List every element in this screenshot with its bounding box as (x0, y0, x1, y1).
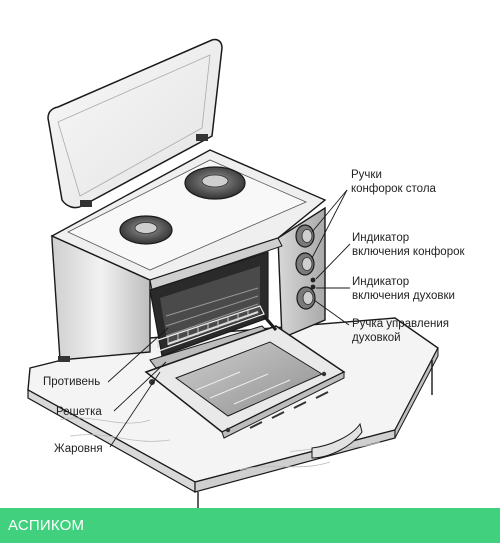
oven-door (144, 315, 346, 439)
oven-indicator-light (310, 284, 316, 290)
footer-bar: АСПИКОМ (0, 508, 500, 543)
oven-knob[interactable] (296, 286, 316, 310)
rack (151, 305, 265, 353)
control-panel (295, 224, 316, 310)
burner-large (184, 166, 246, 200)
label-tray: Противень (43, 376, 100, 388)
oven-cavity (149, 251, 269, 357)
label-burner-indicator: Индикатор включения конфорок (352, 232, 465, 258)
label-oven-knob: Ручка управления духовкой (352, 318, 452, 344)
label-oven-indicator: Индикатор включения духовки (352, 276, 455, 302)
glass-lid (47, 38, 223, 209)
label-rack: Решетка (56, 406, 102, 418)
burner-knob-bottom[interactable] (295, 252, 315, 276)
footer-brand: АСПИКОМ (8, 517, 85, 534)
burner-small (119, 215, 173, 245)
burner-knob-top[interactable] (295, 224, 315, 248)
label-burner-knobs: Ручки конфорок стола (351, 169, 437, 195)
burner-indicator-light (310, 277, 316, 283)
label-roaster: Жаровня (54, 443, 103, 455)
leader-lines (107, 189, 351, 448)
